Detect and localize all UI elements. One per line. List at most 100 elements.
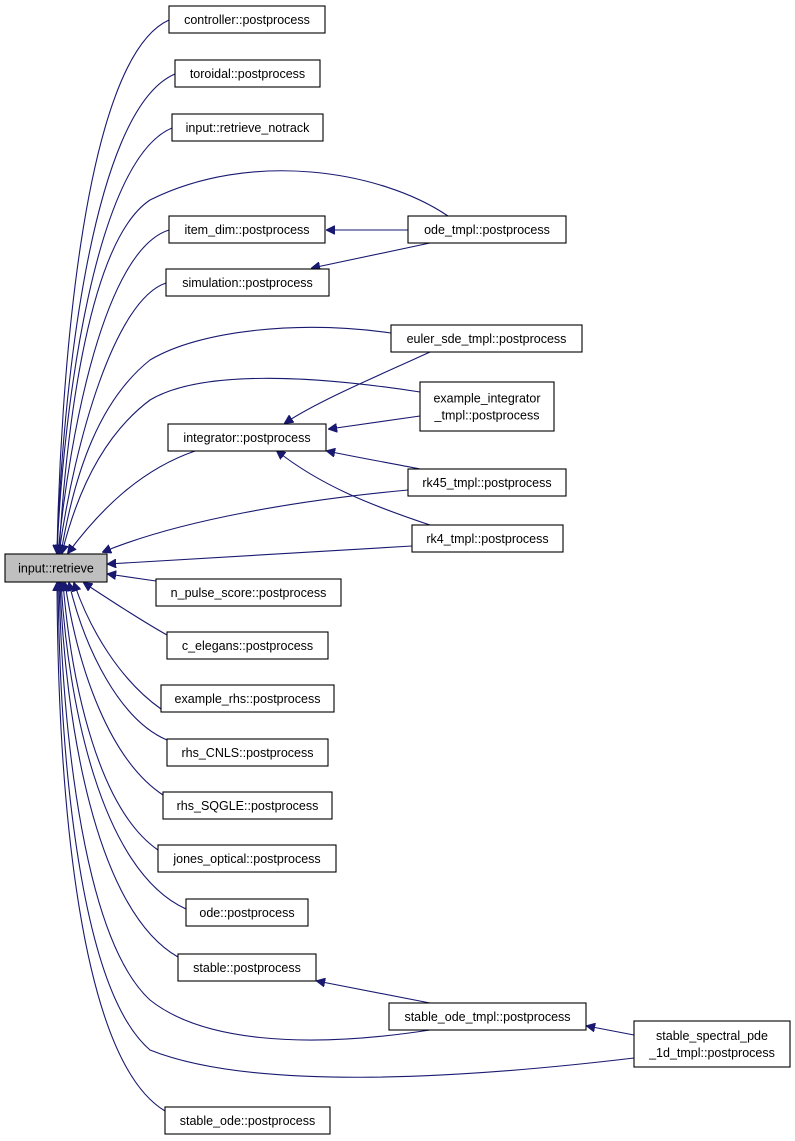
edge-npulse-to-retrieve [108, 574, 157, 582]
node-stable_ode_tmpl[interactable]: stable_ode_tmpl::postprocess [388, 1002, 587, 1031]
node-label: ode::postprocess [199, 906, 294, 920]
node-label: n_pulse_score::postprocess [171, 586, 327, 600]
edge-example_int-to-retrieve [62, 377, 421, 553]
edge-item_dim-to-retrieve [58, 229, 170, 553]
edge-toroidal-to-retrieve [57, 73, 176, 553]
node-cnls[interactable]: rhs_CNLS::postprocess [166, 738, 329, 767]
node-box [407, 215, 567, 244]
node-box [185, 898, 309, 927]
node-label: integrator::postprocess [183, 431, 310, 445]
node-label: controller::postprocess [184, 13, 310, 27]
node-retrieve[interactable]: input::retrieve [4, 553, 108, 583]
node-box [411, 524, 564, 553]
node-box [407, 468, 567, 497]
node-label: rhs_SQGLE::postprocess [177, 799, 319, 813]
node-example_rhs[interactable]: example_rhs::postprocess [160, 684, 335, 713]
node-jones[interactable]: jones_optical::postprocess [157, 844, 337, 873]
node-box [166, 631, 329, 660]
edge-notrack-to-retrieve [57, 127, 173, 553]
edge-example_int-to-integrator [329, 415, 421, 429]
edge-controller-to-retrieve [57, 19, 170, 553]
node-label: input::retrieve [18, 562, 94, 576]
node-label: stable_ode_tmpl::postprocess [404, 1010, 570, 1024]
edge-sqgle-to-retrieve [65, 583, 164, 796]
nodes-layer: input::retrieve controller::postprocessto… [4, 5, 791, 1135]
node-box [171, 113, 324, 142]
node-notrack[interactable]: input::retrieve_notrack [171, 113, 324, 142]
node-spectral[interactable]: stable_spectral_pde_1d_tmpl::postprocess [633, 1020, 791, 1068]
node-box [168, 215, 326, 244]
edge-celegans-to-retrieve [84, 583, 168, 636]
node-euler[interactable]: euler_sde_tmpl::postprocess [390, 324, 583, 353]
edge-spectral-to-retrieve [58, 583, 635, 1078]
node-box [174, 59, 321, 88]
node-box [164, 1106, 331, 1135]
node-example_int[interactable]: example_integrator_tmpl::postprocess [419, 381, 555, 432]
node-label: rk45_tmpl::postprocess [422, 476, 551, 490]
node-label: c_elegans::postprocess [182, 639, 313, 653]
node-box [155, 578, 342, 607]
node-box [157, 844, 337, 873]
edge-stable-to-retrieve [60, 583, 179, 958]
edge-spectral-to-stable_ode_tmpl [587, 1026, 635, 1036]
node-ode[interactable]: ode::postprocess [185, 898, 309, 927]
edges-layer [57, 19, 635, 1112]
node-npulse[interactable]: n_pulse_score::postprocess [155, 578, 342, 607]
edge-ode-to-retrieve [61, 583, 187, 910]
node-label: item_dim::postprocess [184, 223, 309, 237]
node-box [390, 324, 583, 353]
node-item_dim[interactable]: item_dim::postprocess [168, 215, 326, 244]
node-box [388, 1002, 587, 1031]
node-label: jones_optical::postprocess [172, 852, 320, 866]
node-integrator[interactable]: integrator::postprocess [167, 423, 327, 452]
edge-rk45-to-integrator [327, 451, 421, 470]
node-box [177, 953, 317, 982]
node-ode_tmpl[interactable]: ode_tmpl::postprocess [407, 215, 567, 244]
node-label: example_integrator [433, 392, 540, 406]
node-label: stable::postprocess [193, 961, 301, 975]
node-box [162, 791, 333, 820]
edge-cnls-to-retrieve [69, 583, 168, 741]
node-controller[interactable]: controller::postprocess [168, 5, 326, 34]
node-box [167, 423, 327, 452]
edge-example_rhs-to-retrieve [74, 583, 162, 710]
node-sqgle[interactable]: rhs_SQGLE::postprocess [162, 791, 333, 820]
node-stable_ode[interactable]: stable_ode::postprocess [164, 1106, 331, 1135]
node-box [168, 5, 326, 34]
node-label: simulation::postprocess [182, 276, 313, 290]
edge-stable_ode_tmpl-to-retrieve [59, 583, 431, 1041]
node-label: euler_sde_tmpl::postprocess [407, 332, 567, 346]
node-box [166, 738, 329, 767]
node-rk45[interactable]: rk45_tmpl::postprocess [407, 468, 567, 497]
edge-integrator-to-retrieve [68, 450, 196, 553]
node-box [4, 553, 108, 583]
node-label: rk4_tmpl::postprocess [426, 532, 548, 546]
node-box [633, 1020, 791, 1068]
edge-euler-to-integrator [285, 351, 431, 423]
node-label: _tmpl::postprocess [434, 409, 540, 423]
edge-rk4-to-retrieve [108, 545, 413, 564]
node-toroidal[interactable]: toroidal::postprocess [174, 59, 321, 88]
node-label: ode_tmpl::postprocess [424, 223, 550, 237]
edge-ode_tmpl-to-retrieve [59, 170, 449, 553]
node-box [160, 684, 335, 713]
node-label: input::retrieve_notrack [186, 121, 310, 135]
node-label: toroidal::postprocess [190, 67, 305, 81]
edge-rk4-to-integrator [277, 451, 431, 526]
node-label: stable_spectral_pde [656, 1029, 768, 1043]
node-rk4[interactable]: rk4_tmpl::postprocess [411, 524, 564, 553]
node-label: example_rhs::postprocess [175, 692, 321, 706]
edge-jones-to-retrieve [63, 583, 159, 851]
node-celegans[interactable]: c_elegans::postprocess [166, 631, 329, 660]
edge-rk45-to-retrieve [103, 489, 409, 552]
edge-ode_tmpl-to-simulation [312, 242, 431, 268]
node-stable[interactable]: stable::postprocess [177, 953, 317, 982]
node-box [165, 268, 330, 297]
edge-euler-to-retrieve [61, 326, 392, 553]
node-label: _1d_tmpl::postprocess [648, 1046, 775, 1060]
edge-stable_ode_tmpl-to-stable [317, 981, 431, 1004]
edge-stable_ode-to-retrieve [57, 583, 166, 1112]
node-label: stable_ode::postprocess [180, 1114, 316, 1128]
node-simulation[interactable]: simulation::postprocess [165, 268, 330, 297]
